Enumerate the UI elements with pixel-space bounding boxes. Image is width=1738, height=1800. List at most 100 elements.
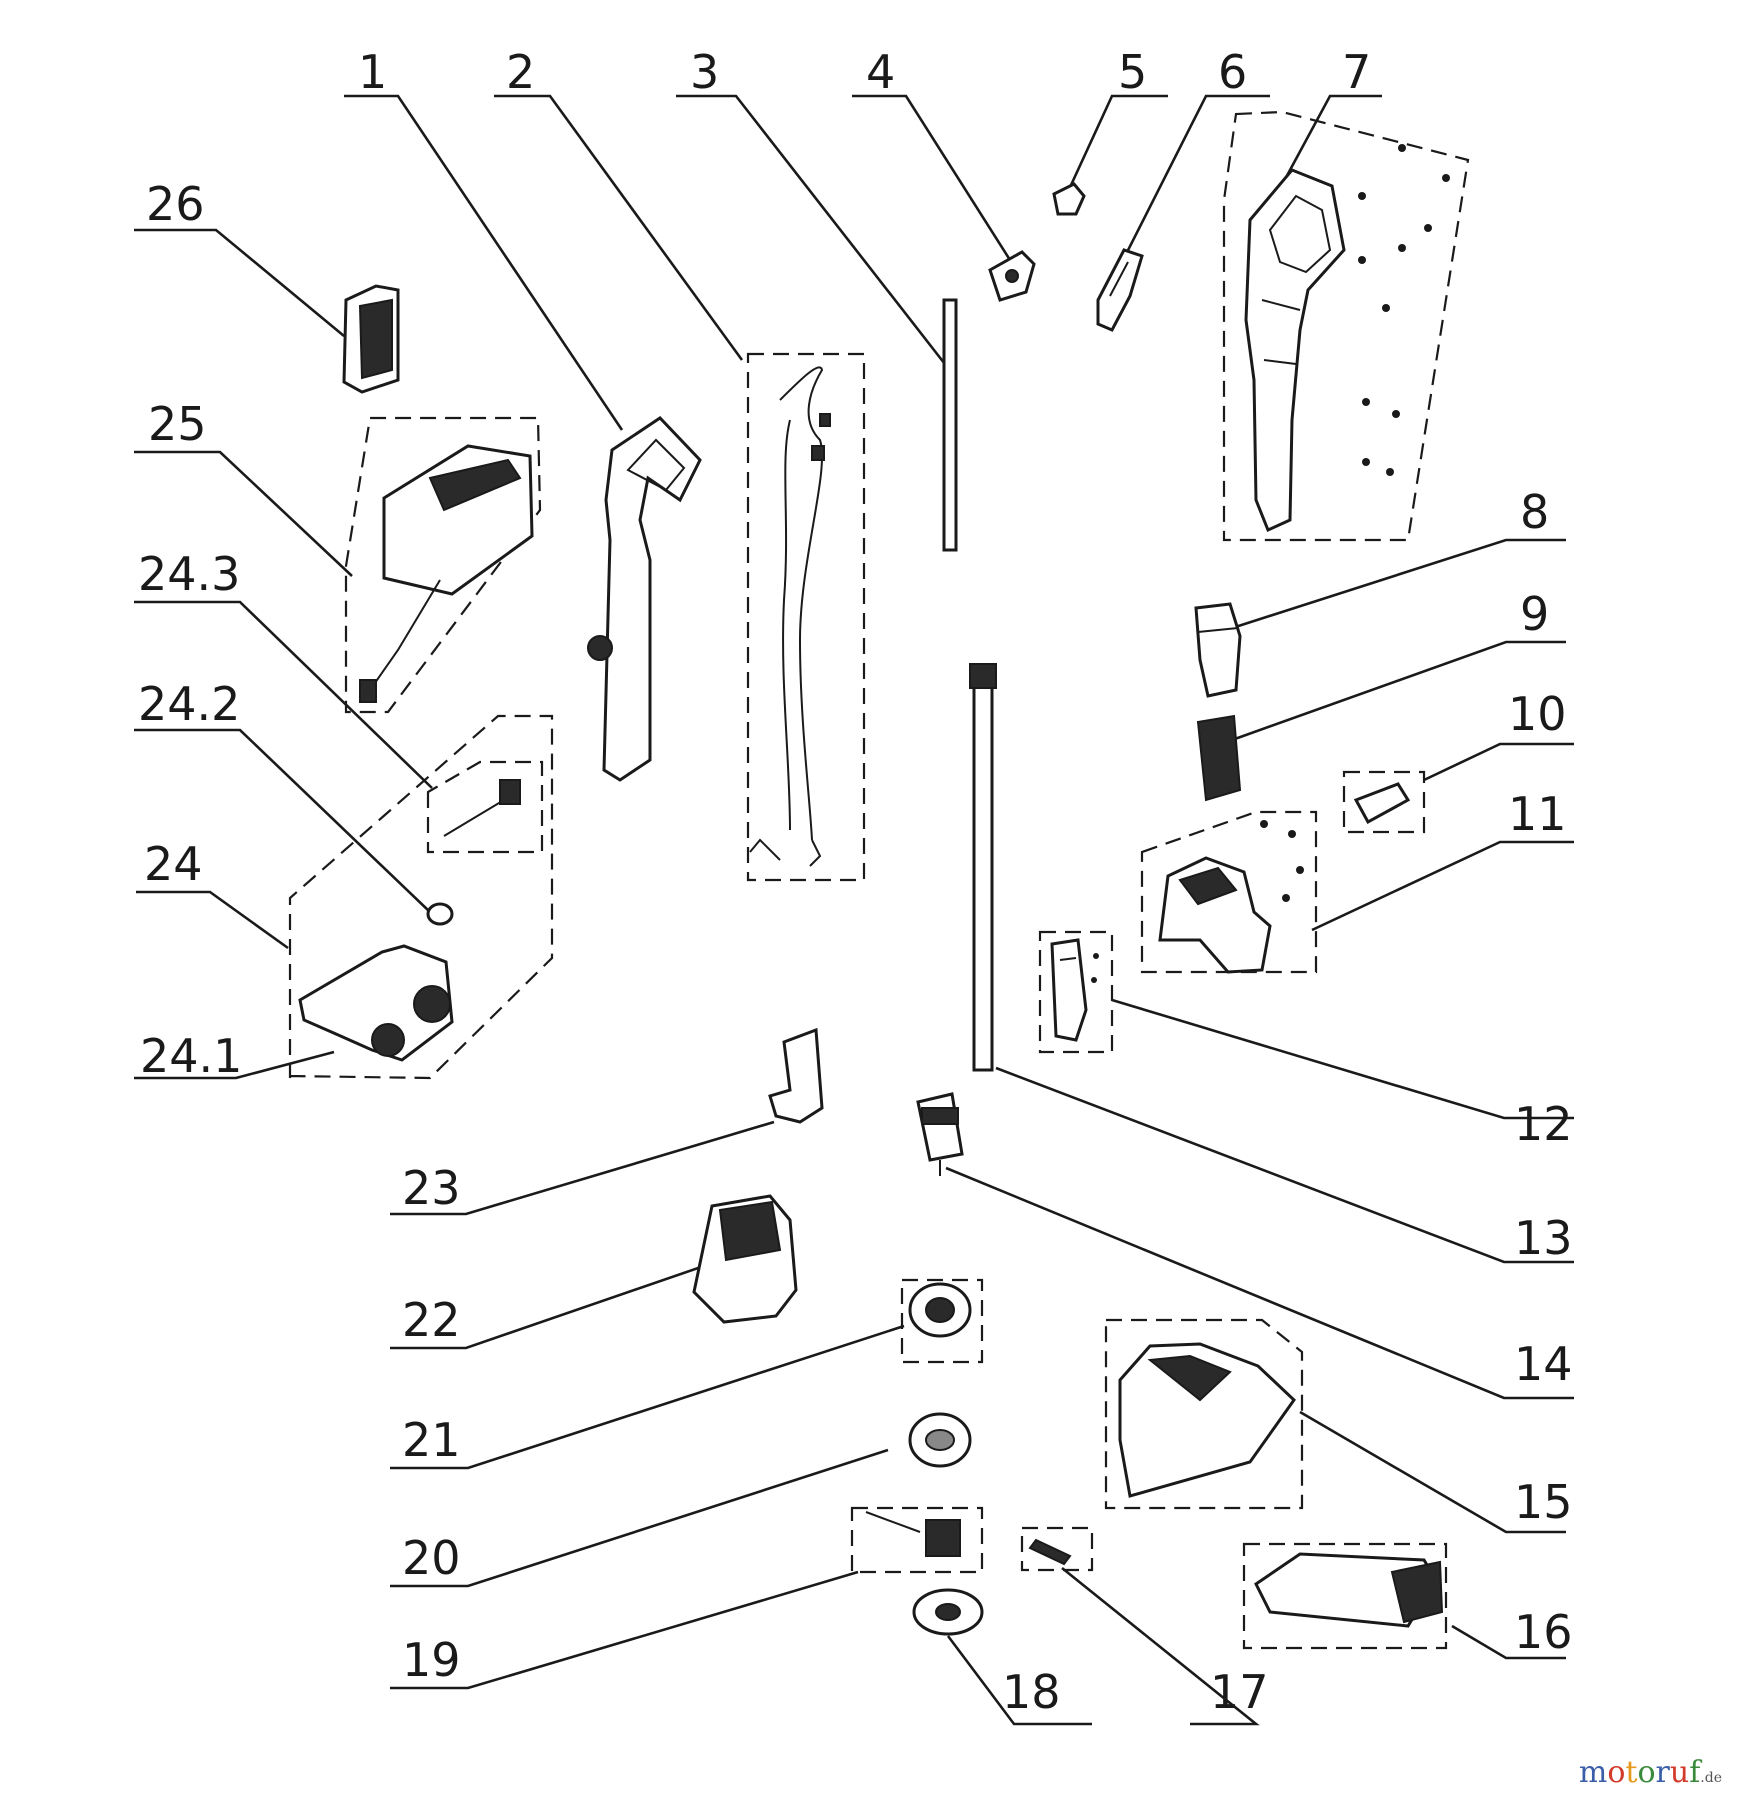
leader-18 [946, 1635, 1092, 1726]
label-19: 19 [402, 1633, 461, 1687]
leader-11 [1311, 840, 1574, 932]
group-box-12 [1038, 930, 1114, 1054]
label-8: 8 [1520, 485, 1549, 539]
part-2-wiring [749, 366, 831, 867]
leader-14 [945, 1166, 1574, 1400]
watermark-letter-4: o [1637, 1755, 1656, 1790]
callout-6: 6 [1116, 45, 1270, 271]
label-3: 3 [690, 45, 719, 99]
leader-3 [676, 94, 950, 369]
group-box-24 [288, 714, 554, 1080]
leader-1 [344, 94, 624, 431]
callout-7: 7 [1274, 45, 1382, 197]
part-8-coupler [1194, 602, 1242, 698]
group-box-15 [1104, 1318, 1304, 1510]
leader-16 [1451, 1624, 1566, 1660]
label-1: 1 [358, 45, 387, 99]
group-box-24-3 [426, 760, 544, 854]
watermark-letter-7: f [1689, 1755, 1701, 1790]
part-23-collar [768, 1027, 824, 1124]
callout-24-1: 24.1 [134, 1029, 335, 1083]
label-2: 2 [506, 45, 535, 99]
group-box-10 [1342, 770, 1426, 834]
part-9-sleeve [1196, 714, 1242, 802]
callout-26: 26 [134, 177, 345, 338]
part-26-battery [342, 284, 400, 394]
label-24: 24 [144, 837, 203, 891]
leader-12 [1111, 998, 1574, 1120]
group-box-21 [900, 1278, 984, 1364]
part-11-motor-housing [1158, 820, 1304, 974]
label-21: 21 [402, 1413, 461, 1467]
leader-22 [390, 1264, 705, 1350]
leader-9 [1231, 640, 1566, 742]
label-15: 15 [1514, 1475, 1573, 1529]
watermark-tld: .de [1700, 1770, 1722, 1786]
callout-12: 12 [1111, 998, 1574, 1151]
callout-19: 19 [390, 1570, 859, 1690]
part-1-handle [587, 416, 702, 782]
callout-9: 9 [1231, 587, 1566, 742]
leader-8 [1225, 538, 1566, 632]
callout-5: 5 [1064, 45, 1168, 197]
label-4: 4 [866, 45, 895, 99]
group-box-19 [850, 1506, 984, 1574]
callout-20: 20 [390, 1448, 889, 1588]
group-box-16 [1242, 1542, 1448, 1650]
part-3-rod [942, 298, 958, 552]
callout-23: 23 [390, 1120, 775, 1216]
label-12: 12 [1514, 1097, 1573, 1151]
watermark-letter-6: u [1669, 1755, 1690, 1790]
label-24-3: 24.3 [138, 547, 240, 601]
callout-24-2: 24.2 [134, 677, 431, 913]
label-6: 6 [1218, 45, 1247, 99]
callout-24: 24 [136, 837, 289, 950]
label-14: 14 [1514, 1337, 1573, 1391]
part-10-pin [1353, 782, 1411, 825]
group-box-2 [746, 352, 866, 882]
callout-4: 4 [852, 45, 1012, 261]
leader-25 [134, 450, 353, 577]
callout-3: 3 [676, 45, 950, 369]
callout-17: 17 [1061, 1566, 1269, 1726]
group-box-11 [1140, 810, 1318, 974]
watermark-letter-3: t [1625, 1755, 1638, 1790]
leader-17 [1061, 1566, 1260, 1726]
leader-5 [1064, 94, 1168, 197]
label-10: 10 [1508, 687, 1567, 741]
part-7-handle-housing [1244, 168, 1346, 533]
leader-24-3 [134, 600, 433, 789]
leader-19 [390, 1570, 859, 1690]
leader-24 [136, 890, 289, 950]
part-4-connector [988, 250, 1036, 302]
callout-25: 25 [134, 397, 353, 577]
callout-2: 2 [494, 45, 744, 361]
label-13: 13 [1514, 1211, 1573, 1265]
callout-21: 21 [390, 1324, 905, 1470]
callout-1: 1 [344, 45, 624, 431]
callout-11: 11 [1311, 787, 1574, 932]
part-21-spool-cover [908, 1282, 972, 1338]
label-18: 18 [1002, 1665, 1061, 1719]
label-16: 16 [1514, 1605, 1573, 1659]
callout-16: 16 [1451, 1605, 1573, 1660]
leader-6 [1116, 94, 1270, 271]
group-box-17 [1020, 1526, 1094, 1572]
label-22: 22 [402, 1293, 461, 1347]
leader-24-1 [134, 1050, 335, 1080]
label-5: 5 [1118, 45, 1147, 99]
part-12-bracket [1050, 938, 1099, 1042]
leader-23 [390, 1120, 775, 1216]
group-box-25 [344, 416, 542, 714]
callout-8: 8 [1225, 485, 1566, 632]
leader-7 [1274, 94, 1382, 197]
leader-26 [134, 228, 345, 338]
leader-10 [1423, 742, 1574, 782]
label-11: 11 [1508, 787, 1567, 841]
label-24-1: 24.1 [140, 1029, 242, 1083]
part-22-head-housing [692, 1194, 798, 1324]
leader-21 [390, 1324, 905, 1470]
label-20: 20 [402, 1531, 461, 1585]
part-24-wheel-guide [298, 944, 454, 1062]
